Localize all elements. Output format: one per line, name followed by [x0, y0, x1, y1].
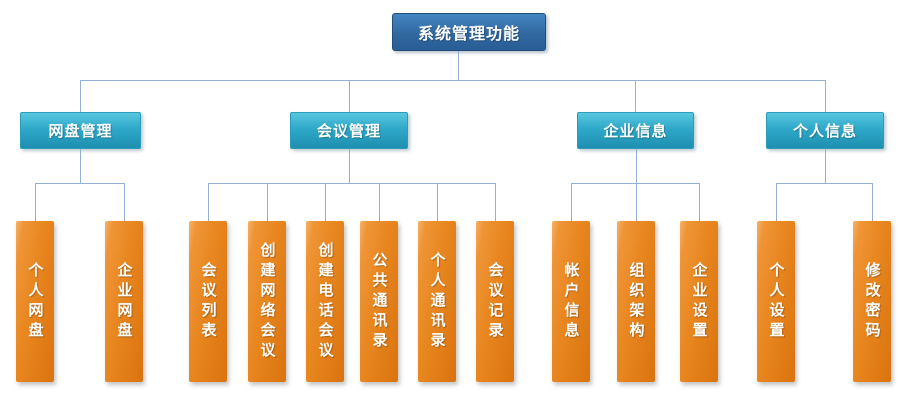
- leaf-label: 创建网络会议: [258, 241, 277, 362]
- node-leaf-org-structure: 组织架构: [617, 221, 655, 382]
- connector-branch-2-stub: [636, 149, 637, 183]
- connector-group-0-bus: [35, 183, 124, 184]
- node-leaf-public-contacts: 公共通讯录: [360, 221, 398, 382]
- connector-leaf-drop: [437, 183, 438, 221]
- leaf-label: 企业网盘: [115, 261, 134, 342]
- connector-drop-branch-3: [825, 80, 826, 112]
- connector-leaf-drop: [571, 183, 572, 221]
- connector-root-stub: [458, 51, 459, 80]
- connector-leaf-drop: [208, 183, 209, 221]
- connector-level1-bus: [80, 80, 825, 81]
- node-leaf-change-password: 修改密码: [853, 221, 891, 382]
- leaf-label: 会议列表: [199, 261, 218, 342]
- node-leaf-create-network-meeting: 创建网络会议: [248, 221, 286, 382]
- node-leaf-enterprise-settings: 企业设置: [680, 221, 718, 382]
- node-leaf-personal-settings: 个人设置: [757, 221, 795, 382]
- branch-label: 网盘管理: [48, 122, 113, 140]
- node-branch-meeting-management: 会议管理: [290, 112, 408, 149]
- leaf-label: 个人设置: [767, 261, 786, 342]
- connector-group-1-bus: [208, 183, 495, 184]
- connector-branch-0-stub: [80, 149, 81, 183]
- leaf-label: 修改密码: [863, 261, 882, 342]
- connector-leaf-drop: [699, 183, 700, 221]
- node-leaf-enterprise-netdisk: 企业网盘: [105, 221, 143, 382]
- connector-leaf-drop: [325, 183, 326, 221]
- connector-leaf-drop: [379, 183, 380, 221]
- connector-branch-3-stub: [825, 149, 826, 183]
- connector-leaf-drop: [495, 183, 496, 221]
- connector-leaf-drop: [124, 183, 125, 221]
- connector-drop-branch-0: [80, 80, 81, 112]
- connector-group-3-bus: [776, 183, 872, 184]
- node-branch-enterprise-info: 企业信息: [577, 112, 694, 149]
- branch-label: 会议管理: [316, 122, 381, 140]
- connector-leaf-drop: [636, 183, 637, 221]
- connector-leaf-drop: [872, 183, 873, 221]
- node-leaf-meeting-records: 会议记录: [476, 221, 514, 382]
- leaf-label: 组织架构: [627, 261, 646, 342]
- node-root-system-management: 系统管理功能: [392, 13, 546, 51]
- connector-leaf-drop: [267, 183, 268, 221]
- connector-drop-branch-2: [635, 80, 636, 112]
- leaf-label: 个人网盘: [26, 261, 45, 342]
- node-leaf-create-phone-meeting: 创建电话会议: [306, 221, 344, 382]
- leaf-label: 公共通讯录: [370, 251, 389, 352]
- connector-group-2-bus: [571, 183, 699, 184]
- connector-drop-branch-1: [349, 80, 350, 112]
- branch-label: 企业信息: [603, 122, 668, 140]
- node-leaf-personal-netdisk: 个人网盘: [16, 221, 54, 382]
- leaf-label: 创建电话会议: [316, 241, 335, 362]
- leaf-label: 帐户信息: [562, 261, 581, 342]
- connector-leaf-drop: [35, 183, 36, 221]
- branch-label: 个人信息: [792, 122, 857, 140]
- leaf-label: 会议记录: [486, 261, 505, 342]
- leaf-label: 个人通讯录: [428, 251, 447, 352]
- node-branch-personal-info: 个人信息: [766, 112, 884, 149]
- node-leaf-personal-contacts: 个人通讯录: [418, 221, 456, 382]
- leaf-label: 企业设置: [690, 261, 709, 342]
- node-leaf-account-info: 帐户信息: [552, 221, 590, 382]
- node-root-label: 系统管理功能: [417, 24, 520, 43]
- connector-leaf-drop: [776, 183, 777, 221]
- node-leaf-meeting-list: 会议列表: [189, 221, 227, 382]
- node-branch-netdisk-management: 网盘管理: [20, 112, 141, 149]
- connector-branch-1-stub: [349, 149, 350, 183]
